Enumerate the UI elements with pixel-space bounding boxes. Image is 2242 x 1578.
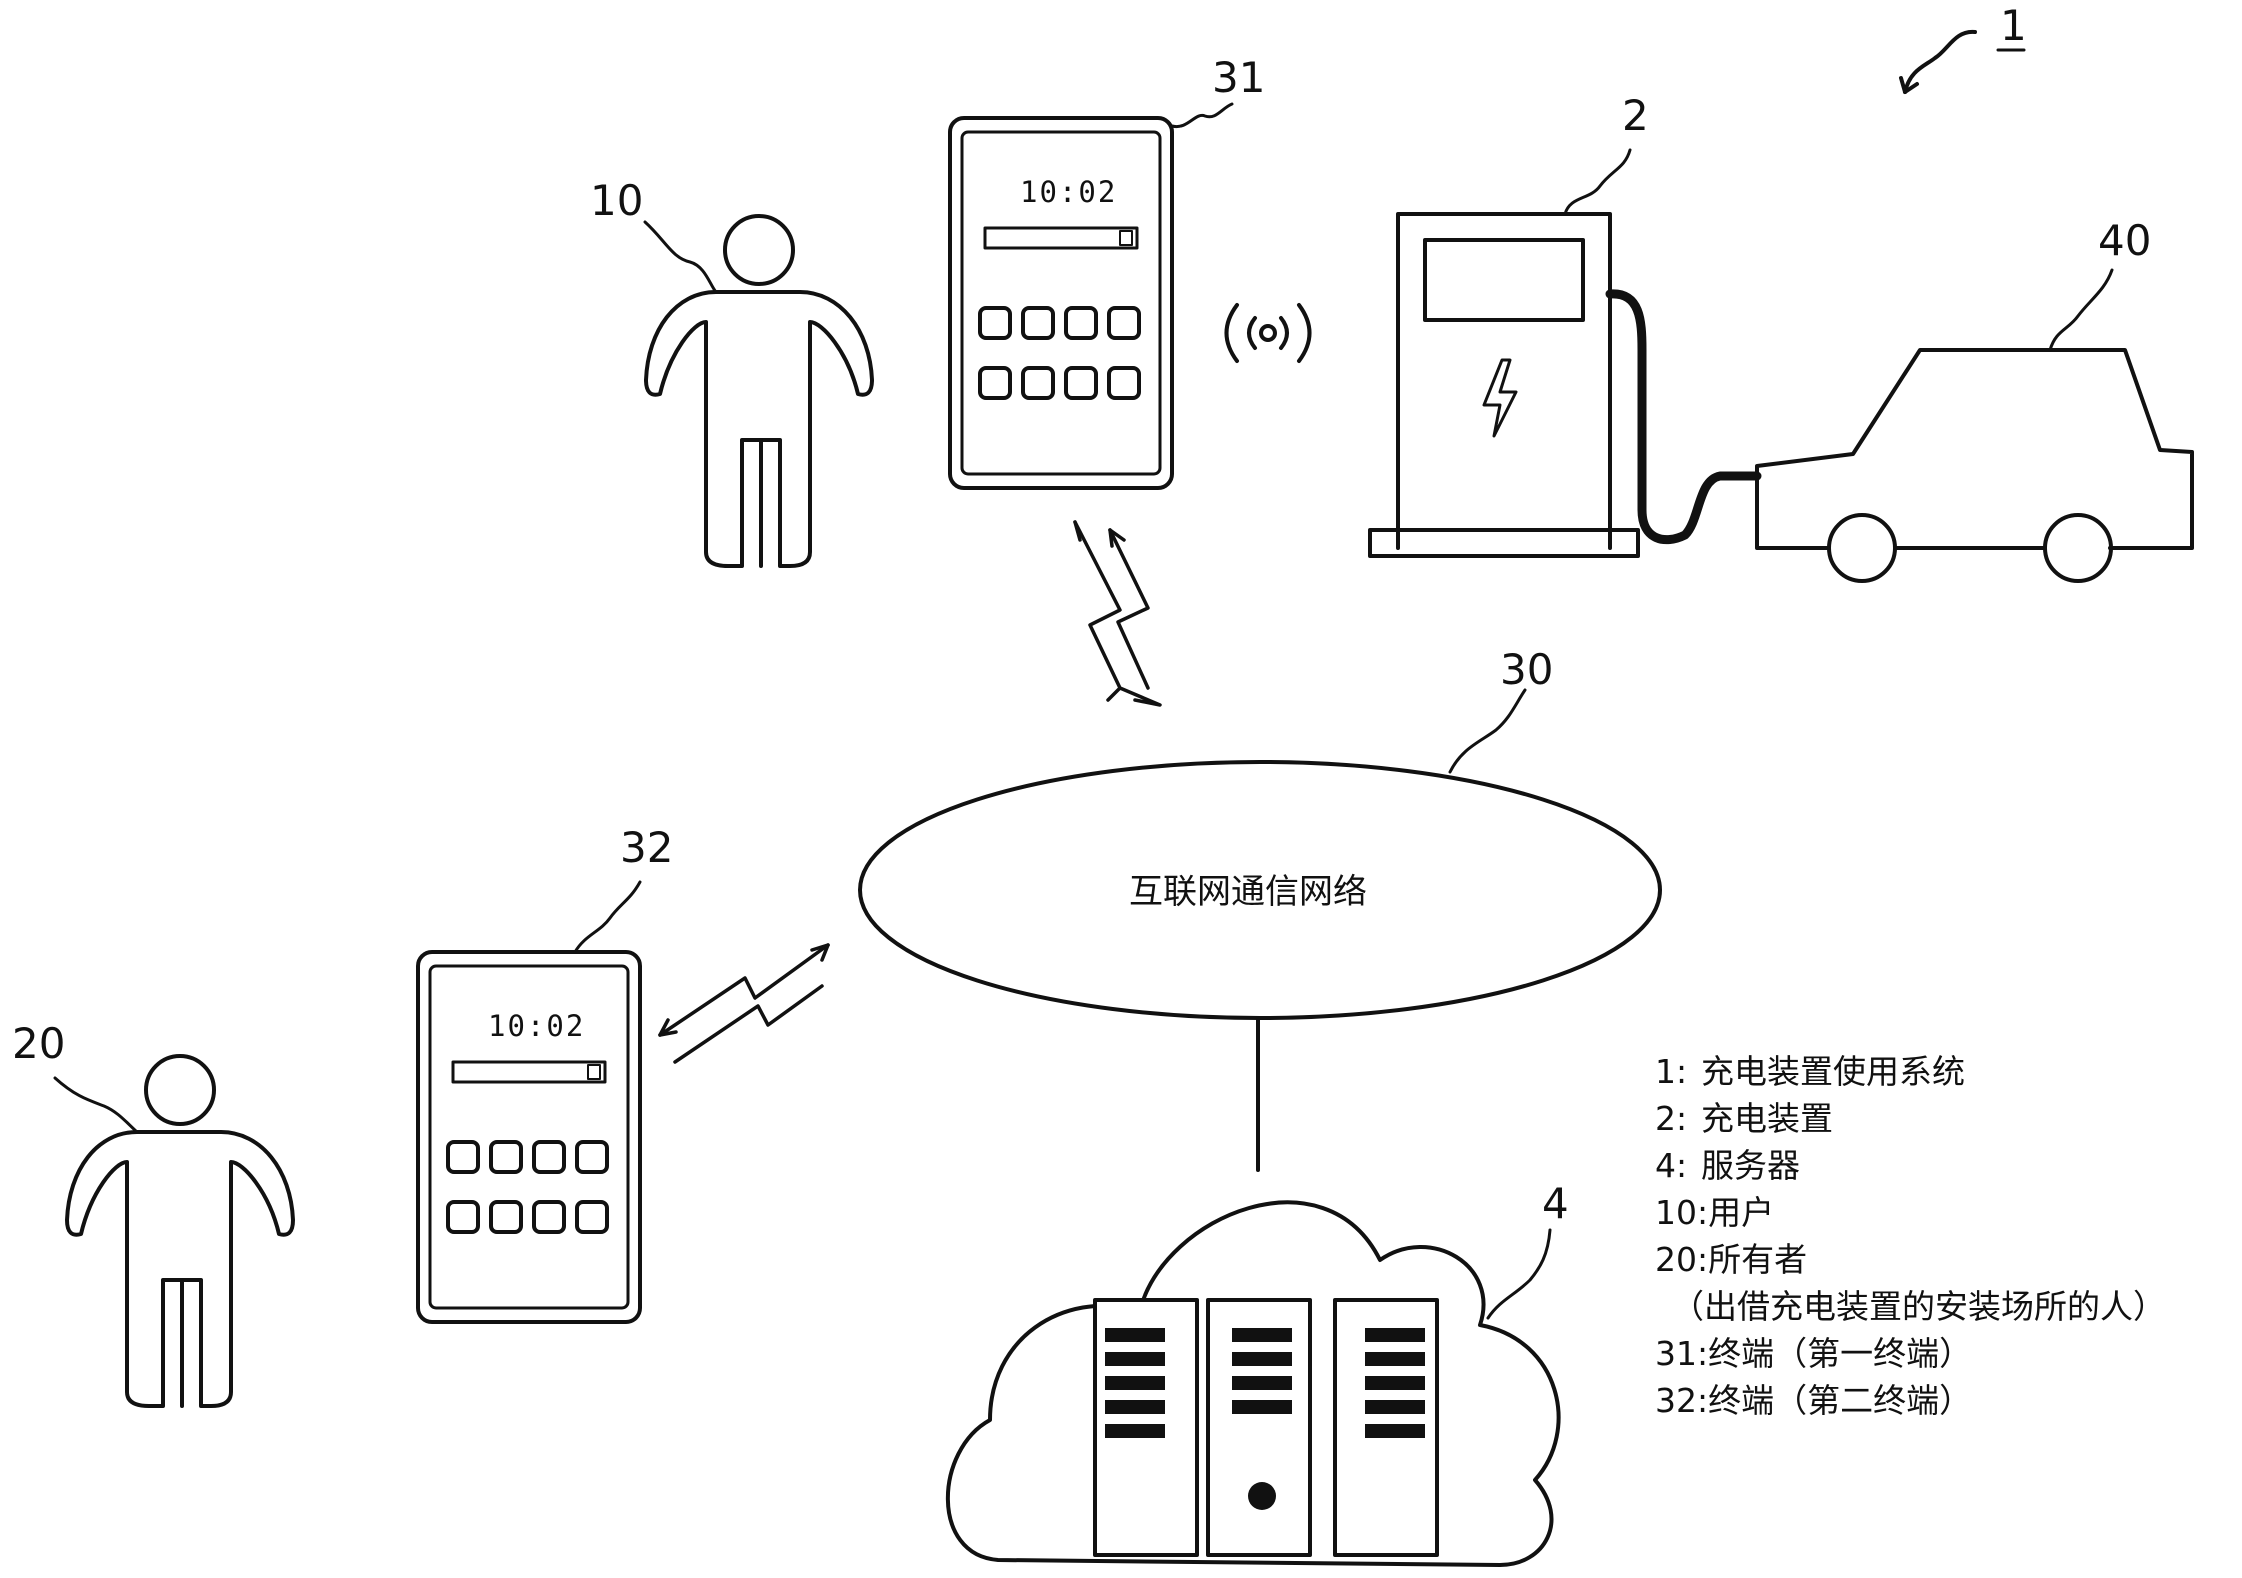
- legend-text: 终端（第一终端）: [1708, 1334, 1973, 1373]
- communication-bolt-icon: [1073, 520, 1162, 707]
- lightning-bolt-icon: [1482, 358, 1518, 438]
- person-icon: [644, 214, 874, 568]
- terminal-2-ref: 32: [620, 823, 673, 872]
- server-leader: [1486, 1228, 1552, 1320]
- legend-num: 31:: [1655, 1334, 1709, 1373]
- server-ref: 4: [1542, 1179, 1569, 1228]
- legend-item: 31:终端（第一终端）: [1655, 1330, 2235, 1377]
- legend-text: 用户: [1708, 1193, 1775, 1232]
- server: 4: [945, 1179, 1569, 1567]
- terminal-2-time: 10:02: [488, 1009, 585, 1043]
- legend-item: 2: 充电装置: [1655, 1095, 2235, 1142]
- owner-ref: 20: [12, 1019, 65, 1068]
- system-leader-arrow: [1903, 29, 1977, 94]
- terminal-2-leader: [573, 880, 642, 954]
- system-label: 1: [1899, 1, 2027, 94]
- legend-item: 1: 充电装置使用系统: [1655, 1048, 2235, 1095]
- legend-text: 终端（第二终端）: [1708, 1381, 1973, 1420]
- person-icon: [65, 1054, 295, 1408]
- vehicle-ref: 40: [2098, 216, 2151, 265]
- owner-leader: [53, 1076, 139, 1134]
- legend-text: 服务器: [1701, 1146, 1800, 1185]
- charging-station-icon: [1368, 212, 1640, 558]
- legend-num: 20:: [1655, 1240, 1709, 1279]
- terminal-1-ref: 31: [1212, 53, 1265, 102]
- terminal-1-leader: [1170, 102, 1234, 129]
- system-ref: 1: [2000, 1, 2027, 50]
- legend-text: 所有者: [1708, 1240, 1808, 1279]
- legend-item: 4: 服务器: [1655, 1142, 2235, 1189]
- communication-bolt-icon: [658, 943, 830, 1064]
- charger-leader: [1563, 148, 1632, 216]
- network-label: 互联网通信网络: [1129, 872, 1367, 912]
- smartphone-icon: [948, 116, 1174, 490]
- server-rack-icon: [1093, 1298, 1439, 1557]
- legend-num: 4:: [1655, 1146, 1688, 1185]
- legend-item: （出借充电装置的安装场所的人）: [1655, 1283, 2235, 1330]
- legend-item: 32:终端（第二终端）: [1655, 1377, 2235, 1424]
- legend-num: 10:: [1655, 1193, 1709, 1232]
- legend-item: 20:所有者: [1655, 1236, 2235, 1283]
- charging-cable: [1605, 289, 1762, 545]
- legend-num: 1:: [1655, 1052, 1688, 1091]
- legend: 1: 充电装置使用系统 2: 充电装置 4: 服务器 10:用户 20:所有者 （出借…: [1655, 1048, 2235, 1424]
- user-leader: [643, 220, 718, 294]
- legend-text: （出借充电装置的安装场所的人）: [1671, 1287, 2166, 1326]
- terminal-2: 10:02 32: [416, 823, 673, 1324]
- legend-num: 32:: [1655, 1381, 1709, 1420]
- legend-num: 2:: [1655, 1099, 1688, 1138]
- vehicle: 40: [1755, 216, 2194, 583]
- smartphone-icon: [416, 950, 642, 1324]
- charger-ref: 2: [1622, 91, 1649, 140]
- legend-text: 充电装置使用系统: [1701, 1052, 1965, 1091]
- terminal-1: 10:02 31: [948, 53, 1265, 490]
- terminal-1-time: 10:02: [1020, 175, 1117, 209]
- car-icon: [1755, 348, 2194, 583]
- wireless-signal-icon: [1224, 303, 1312, 363]
- user-figure: 10: [590, 176, 874, 568]
- legend-item: 10:用户: [1655, 1189, 2235, 1236]
- owner-figure: 20: [12, 1019, 295, 1408]
- network-leader: [1448, 688, 1527, 774]
- vehicle-leader: [2048, 268, 2114, 352]
- network-ref: 30: [1500, 645, 1553, 694]
- legend-text: 充电装置: [1701, 1099, 1833, 1138]
- network: 互联网通信网络 30: [858, 645, 1662, 1172]
- charger: 2: [1368, 91, 1762, 558]
- user-ref: 10: [590, 176, 643, 225]
